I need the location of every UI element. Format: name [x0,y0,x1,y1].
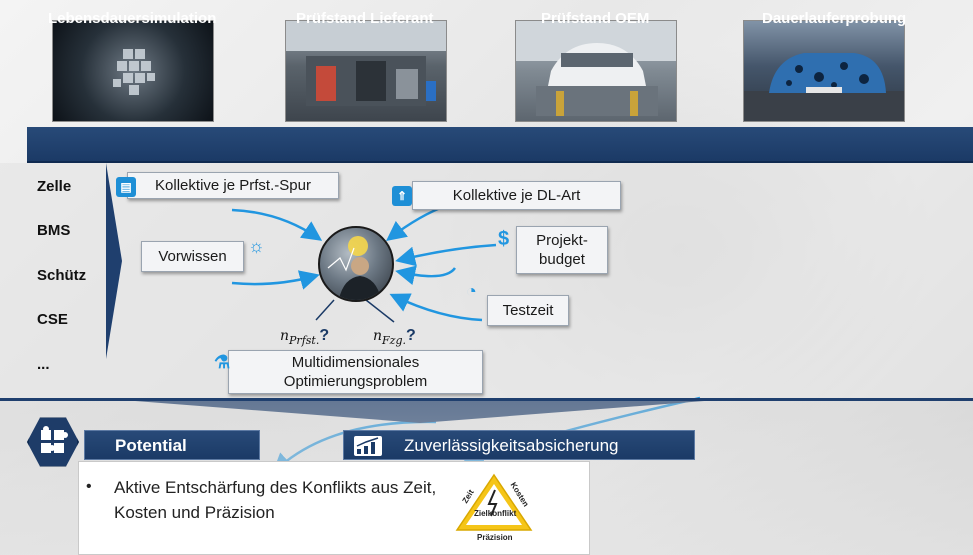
category-label-lebensdauersimulation: Lebensdauersimulation [48,10,217,27]
rising-chart-icon [354,436,382,456]
category-header-bar [27,127,973,163]
triangle-label-praezision: Präzision [477,533,513,542]
zuverlaessigkeitsabsicherung-header: Zuverlässigkeitsabsicherung [343,430,695,460]
side-item-cse: CSE [37,311,68,328]
clock-icon: ◔ [466,281,477,301]
lightning-icon [487,489,498,517]
side-item-schuetz: Schütz [37,267,87,284]
photo-car-test-rig [515,20,677,122]
box-kollektive-pruefstand-spur: Kollektive je Prfst.-Spur [127,172,339,199]
side-item-bms: BMS [37,222,71,239]
box-testzeit: Testzeit [487,295,569,326]
potential-header: Potential [84,430,260,460]
bullet-marker: • [86,478,92,495]
category-label-pruefstand-lieferant: Prüfstand Lieferant [296,10,434,27]
formula-n-pruefstand: nPrfst.? [280,327,330,347]
category-label-dauerlauferprobung: Dauerlauferprobung [762,10,907,27]
photo-abstract-cube [52,20,214,122]
clipboard-icon: ▤ [116,177,136,197]
person-lightbulb-image [327,236,382,300]
side-item-more: ... [37,356,50,373]
thinking-person-image [318,226,394,302]
lightbulb-hand-icon: ☼ [248,236,265,256]
box-kollektive-dl-art: Kollektive je DL-Art [412,181,621,210]
road-icon: ⇑ [392,186,412,206]
category-label-pruefstand-oem: Prüfstand OEM [541,10,650,27]
side-item-zelle: Zelle [37,178,72,195]
car-on-test-rig-image [516,21,676,116]
box-vorwissen: Vorwissen [141,241,244,272]
formula-n-fahrzeug: nFzg.? [373,327,416,347]
abstract-cube-image [113,49,155,95]
potential-bullet-text: Aktive Entschärfung des Konflikts aus Ze… [114,478,437,522]
box-projekt-budget: Projekt- budget [516,226,608,274]
box-multidimensionales-optimierungsproblem: Multidimensionales Optimierungsproblem [228,350,483,394]
triangle-label-zielkonflikt: Zielkonflikt [474,509,517,518]
photo-test-bench [285,20,447,122]
flask-icon: ⚗ [214,352,231,372]
camouflaged-car-image [744,53,904,121]
dollar-hand-icon: $ [498,228,510,250]
test-bench-image [286,21,446,106]
zielkonflikt-triangle [455,473,533,531]
photo-camouflaged-car [743,20,905,122]
